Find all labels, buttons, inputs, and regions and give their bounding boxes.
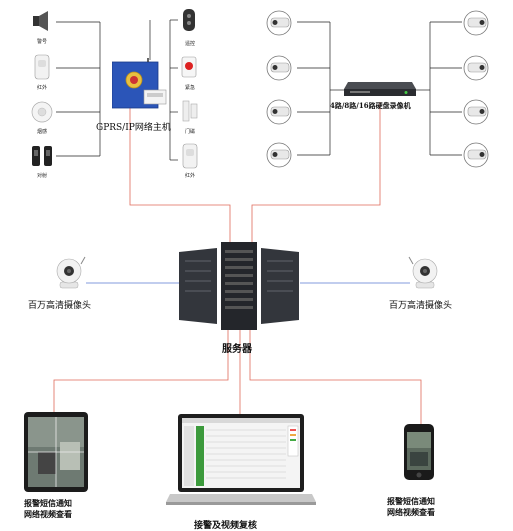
remote-control-icon (180, 8, 198, 32)
bullet-camera-icon (266, 10, 298, 36)
server-label: 服务器 (222, 344, 252, 355)
bullet-camera-icon (266, 142, 298, 168)
nvr-label: 4路/8路/16路硬盘录像机 (330, 101, 411, 110)
tablet-caption-line2: 网络视频查看 (24, 509, 72, 519)
dome-camera-icon (408, 256, 442, 290)
sensor-label: 烟感 (36, 129, 48, 135)
sensor-label: 对射 (36, 173, 48, 179)
infrared-sensor-icon (32, 54, 52, 80)
sensor-label: 遥控 (184, 41, 196, 47)
infrared-sensor-icon (180, 143, 200, 169)
phone-caption-line2: 网络视频查看 (387, 507, 435, 517)
hd-camera-label-left: 百万高清摄像头 (28, 301, 92, 311)
smartphone-icon (404, 424, 434, 480)
laptop-icon (166, 414, 316, 506)
laptop-caption: 接警及视频复核 (194, 521, 258, 531)
bullet-camera-icon (460, 10, 492, 36)
alarm-siren-icon (30, 10, 52, 32)
bullet-camera-icon (266, 55, 298, 81)
tablet-icon (24, 412, 88, 492)
emergency-button-icon (181, 56, 197, 78)
sensor-label: 红外 (184, 173, 196, 179)
door-contact-icon (182, 100, 198, 122)
dome-camera-icon (52, 256, 86, 290)
alarm-host-title: GPRS/IP网络主机 (96, 123, 171, 133)
bullet-camera-icon (266, 99, 298, 125)
bullet-camera-icon (460, 99, 492, 125)
server-rack-icon (177, 240, 301, 332)
tablet-caption-line1: 报警短信通知 (24, 498, 72, 508)
nvr-recorder-icon (344, 80, 416, 98)
sensor-label: 红外 (36, 85, 48, 91)
phone-caption-line1: 报警短信通知 (387, 496, 435, 506)
sensor-label: 警号 (36, 39, 48, 45)
hd-camera-label-right: 百万高清摄像头 (389, 301, 453, 311)
beam-detector-icon (30, 144, 54, 168)
bullet-camera-icon (460, 55, 492, 81)
sensor-label: 门磁 (184, 129, 196, 135)
bullet-camera-icon (460, 142, 492, 168)
smoke-detector-icon (30, 100, 54, 124)
alarm-host-box (111, 54, 170, 110)
sensor-label: 紧急 (184, 85, 196, 91)
